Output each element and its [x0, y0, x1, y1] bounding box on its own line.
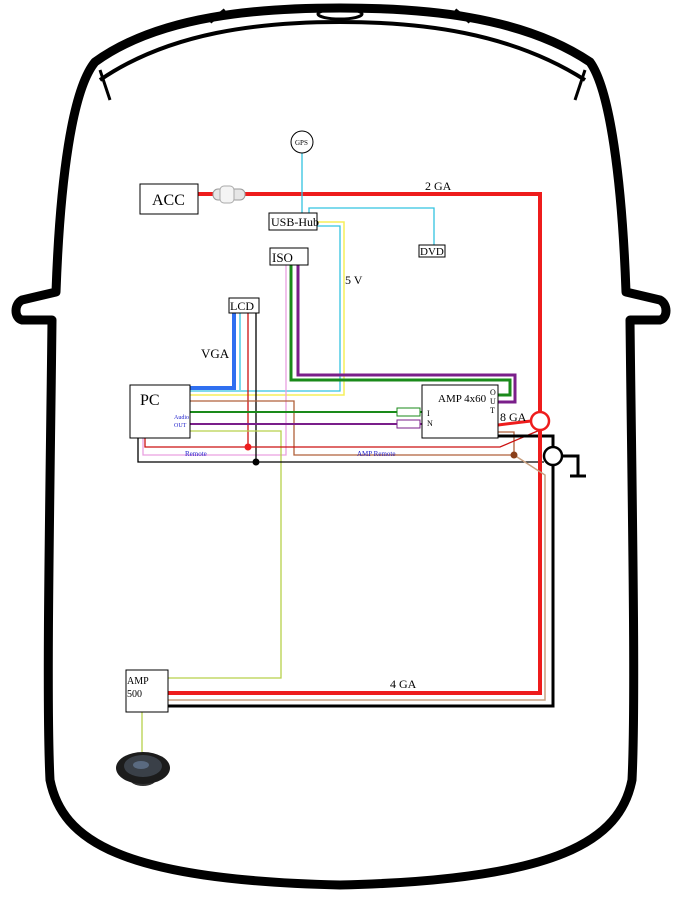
amp-500-box: [125, 669, 169, 713]
audio-out-label-1: Audio: [174, 415, 189, 421]
dvd-box: [418, 244, 446, 258]
usb-hub-box: [268, 212, 318, 231]
distribution-block-icon: [529, 410, 551, 432]
wire-remote-red: [144, 429, 541, 448]
label-8ga: 8 GA: [500, 410, 527, 424]
amp-4x60-label: AMP 4x60: [438, 393, 487, 405]
amp-out-label-1: O: [490, 388, 496, 397]
ground-block-icon: [542, 445, 564, 467]
wire-amp-remote: [190, 400, 515, 456]
label-amp-remote: AMP Remote: [357, 450, 395, 458]
wire-amp-ground: [498, 434, 555, 447]
junction-red: [244, 443, 252, 451]
wire-8ga: [497, 419, 532, 427]
amp-in-label-1: I: [427, 409, 430, 418]
wire-iso-pink: [142, 265, 287, 456]
iso-box: [269, 247, 309, 266]
gps-label: GPS: [295, 139, 308, 147]
rca-connector-green: [396, 407, 421, 417]
wire-2ga-power: [198, 192, 542, 412]
wire-usb-cyan: [190, 225, 341, 392]
junction-black: [252, 458, 260, 466]
wire-vga: [190, 313, 236, 390]
wire-usb-yellow: [190, 221, 345, 396]
wire-4ga-power: [168, 430, 542, 695]
amp-out-label-2: U: [490, 397, 496, 406]
label-4ga: 4 GA: [390, 677, 417, 691]
label-5v: 5 V: [345, 273, 363, 287]
wire-sub-signal: [168, 430, 282, 679]
subwoofer-icon: [116, 752, 170, 786]
wire-iso-green: [289, 265, 512, 397]
ground-symbol: [562, 454, 586, 478]
pc-label: PC: [140, 392, 160, 409]
fuse-icon: [212, 185, 246, 204]
lcd-box: [228, 297, 260, 314]
acc-label: ACC: [152, 192, 185, 209]
junction-brown: [510, 451, 518, 459]
acc-box: [139, 183, 199, 215]
amp-500-label-2: 500: [127, 689, 142, 700]
label-vga: VGA: [201, 346, 230, 361]
lcd-label: LCD: [230, 299, 254, 313]
amp-4x60-box: [421, 384, 499, 439]
car-outline: [11, 3, 671, 890]
pc-box: [129, 384, 191, 439]
amp-out-label-3: T: [490, 406, 495, 415]
wire-4ga-remote: [168, 454, 546, 701]
iso-label: ISO: [272, 250, 293, 265]
audio-out-label-2: OUT: [174, 423, 187, 429]
usb-hub-label: USB-Hub: [271, 215, 319, 229]
wire-usb-dvd: [308, 207, 435, 245]
wire-4ga-ground: [168, 465, 555, 708]
label-remote: Remote: [185, 450, 207, 458]
gps-circle: [290, 130, 314, 154]
dvd-label: DVD: [420, 246, 444, 258]
wires: [137, 153, 586, 752]
label-2ga: 2 GA: [425, 179, 452, 193]
amp-500-label-1: AMP: [127, 676, 149, 687]
rca-connector-purple: [396, 419, 421, 429]
amp-in-label-2: N: [427, 419, 433, 428]
wire-ground-black: [137, 438, 544, 463]
wire-iso-purple: [296, 265, 517, 404]
